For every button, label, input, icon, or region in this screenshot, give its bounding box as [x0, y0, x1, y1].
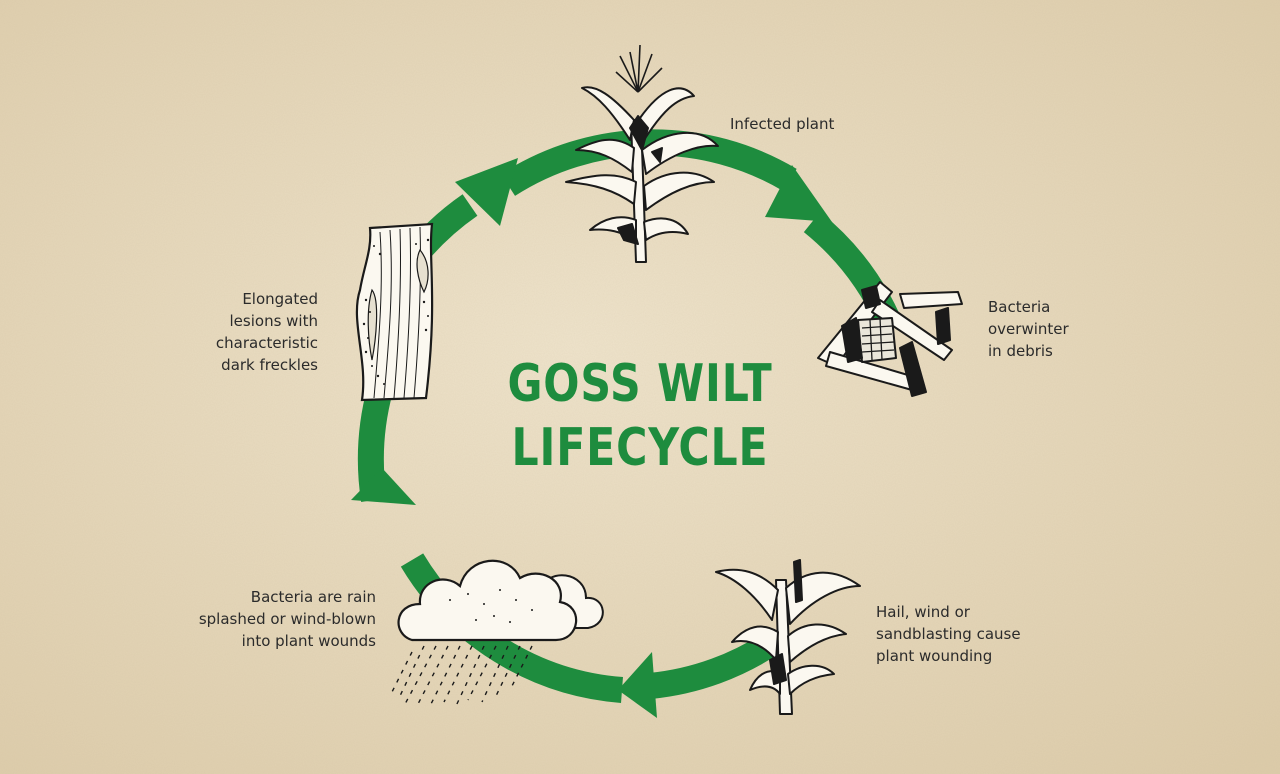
arrowhead-left	[351, 468, 416, 505]
stage-label-lesions: Elongated lesions with characteristic da…	[215, 290, 318, 374]
arrowhead-top-left	[455, 158, 518, 226]
corn-debris-icon	[817, 281, 963, 397]
wounded-corn-plant-icon	[715, 559, 861, 715]
stage-label-overwinter: Bacteria overwinter in debris	[988, 298, 1069, 360]
lesioned-leaf-icon	[355, 222, 434, 402]
stage-label-infected-plant: Infected plant	[730, 115, 835, 133]
stage-label-wounding: Hail, wind or sandblasting cause plant w…	[876, 603, 1021, 665]
stage-label-rain-splash: Bacteria are rain splashed or wind-blown…	[198, 588, 376, 650]
arrowhead-top-right	[765, 165, 832, 222]
arrowhead-bottom	[618, 652, 657, 718]
rain-cloud-icon	[389, 559, 604, 707]
diagram-title: GOSS WILT LIFECYCLE	[507, 354, 773, 478]
arc-top	[500, 129, 797, 196]
infected-corn-plant-icon	[565, 44, 719, 263]
